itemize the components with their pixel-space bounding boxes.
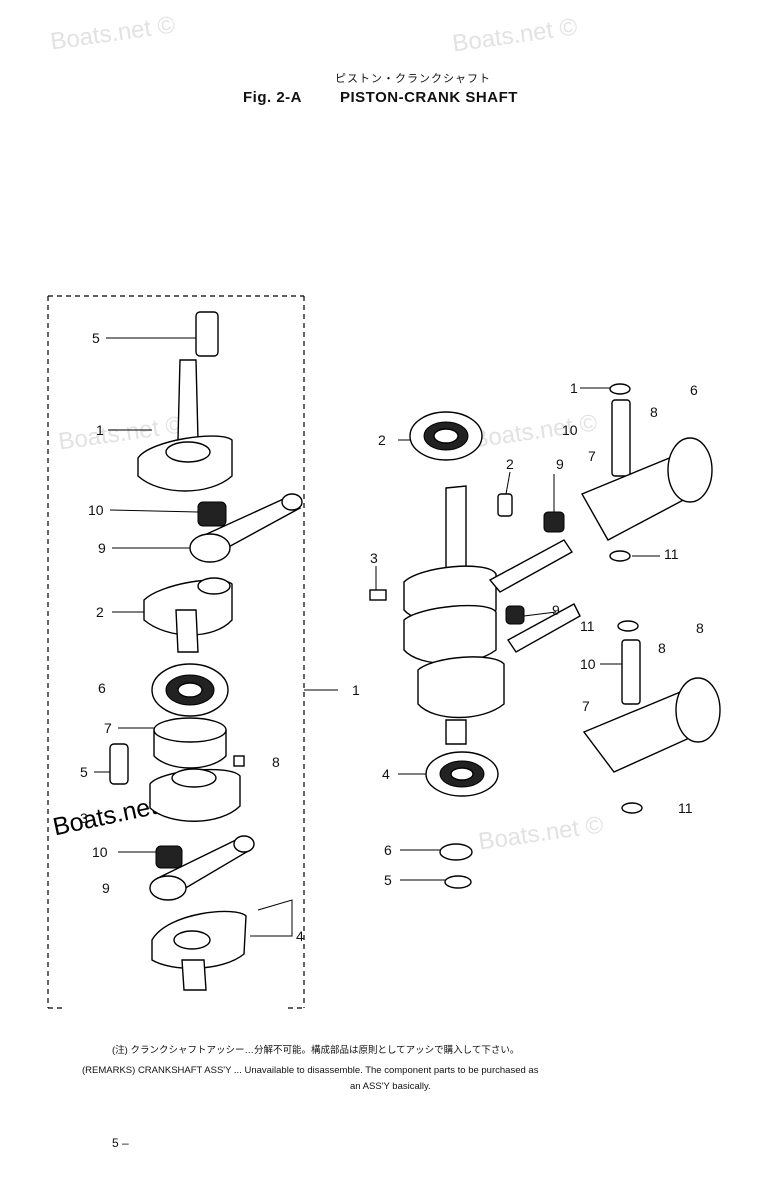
connecting-rod-lower: [506, 603, 581, 653]
callout-9: 9: [98, 540, 106, 556]
callout-10: 10: [88, 502, 104, 518]
leader-bracket: [250, 899, 293, 937]
callout-11: 11: [580, 618, 595, 634]
clip-part-11: [609, 383, 631, 395]
rod-big-end: [189, 533, 231, 563]
web-hole: [165, 441, 211, 463]
leader-line: [505, 471, 511, 495]
assembly-boundary-dashed: [47, 295, 305, 1009]
clip: [617, 620, 639, 632]
callout-4: 4: [296, 928, 304, 944]
connecting-rod-upper: [488, 539, 574, 593]
rod-small-end: [233, 835, 255, 853]
needle-bearing-part-10: [197, 501, 227, 527]
remarks-english-line2: an ASS'Y basically.: [350, 1081, 431, 1092]
needle-bearing: [505, 605, 525, 625]
piston-pin-part-10: [611, 399, 631, 477]
piston-ring-part-6: [667, 437, 713, 503]
rod-big-end: [149, 875, 187, 901]
callout-11: 11: [678, 800, 693, 816]
callout-2: 2: [378, 432, 386, 448]
bearing-bore: [433, 428, 459, 444]
leader-line: [109, 509, 199, 513]
callout-8: 8: [272, 754, 280, 770]
bearing-bore: [177, 682, 203, 698]
callout-8: 8: [696, 620, 704, 636]
leader-line: [523, 611, 557, 617]
seal-top: [153, 717, 227, 743]
callout-1: 1: [96, 422, 104, 438]
washer-part-6: [439, 843, 473, 861]
key-part-8: [233, 755, 245, 767]
screw-part-3: [369, 589, 387, 601]
callout-7: 7: [588, 448, 596, 464]
callout-10: 10: [562, 422, 578, 438]
callout-7: 7: [582, 698, 590, 714]
callout-3: 3: [80, 810, 88, 826]
callout-10: 10: [92, 844, 108, 860]
rod-small-end: [281, 493, 303, 511]
shaft-lower: [181, 959, 207, 991]
circlip-part-5: [444, 875, 472, 889]
web-hole: [173, 930, 211, 950]
callout-7: 7: [104, 720, 112, 736]
callout-6: 6: [98, 680, 106, 696]
woodruff-key-part-2: [497, 493, 513, 517]
callout-3: 3: [370, 550, 378, 566]
callout-2: 2: [506, 456, 514, 472]
callout-6: 6: [384, 842, 392, 858]
callout-5: 5: [384, 872, 392, 888]
remarks-japanese: (注) クランクシャフトアッシー…分解不可能。構成部品は原則としてアッシで購入し…: [112, 1045, 520, 1056]
remarks-english-line1: (REMARKS) CRANKSHAFT ASS'Y ... Unavailab…: [82, 1065, 539, 1076]
crank-web-lower: [417, 656, 505, 719]
page-number: 5 –: [112, 1136, 129, 1150]
pin-part-5: [109, 743, 129, 785]
callout-1: 1: [352, 682, 360, 698]
figure-number: Fig. 2-A: [243, 89, 302, 106]
crank-pin: [175, 609, 199, 653]
callout-6: 6: [690, 382, 698, 398]
callout-9: 9: [102, 880, 110, 896]
callout-9: 9: [552, 602, 560, 618]
web-hole: [197, 577, 231, 595]
crankshaft-lower-shaft: [445, 719, 467, 745]
callout-8: 8: [658, 640, 666, 656]
pin-part-5: [195, 311, 219, 357]
callout-5: 5: [92, 330, 100, 346]
needle-bearing-part-10: [155, 845, 183, 869]
callout-8: 8: [650, 404, 658, 420]
callout-1: 1: [570, 380, 578, 396]
crank-web-middle: [403, 604, 497, 665]
piston-pin-part-10: [621, 639, 641, 705]
japanese-title: ピストン・クランクシャフト: [335, 73, 491, 85]
callout-2: 2: [96, 604, 104, 620]
callout-11: 11: [664, 546, 679, 562]
callout-9: 9: [556, 456, 564, 472]
bearing-bore: [450, 767, 474, 781]
needle-bearing-part-9: [543, 511, 565, 533]
shaft-upper: [177, 359, 199, 441]
clip-part-11: [609, 550, 631, 562]
piston-ring: [675, 677, 721, 743]
web-hole: [171, 768, 217, 788]
callout-4: 4: [382, 766, 390, 782]
clip-part-11: [621, 802, 643, 814]
callout-5: 5: [80, 764, 88, 780]
page-title: PISTON-CRANK SHAFT: [340, 89, 518, 106]
callout-10: 10: [580, 656, 596, 672]
